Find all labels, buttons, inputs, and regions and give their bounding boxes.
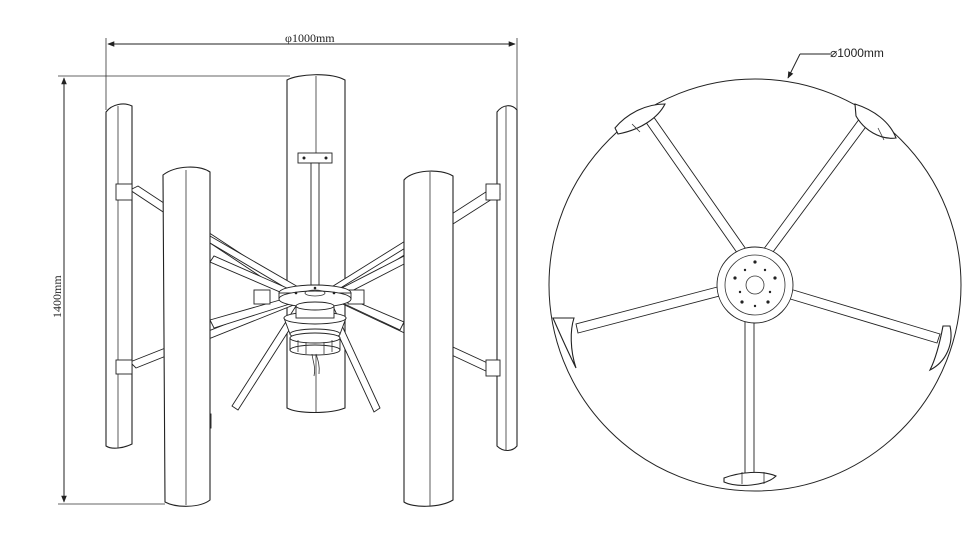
front-view: φ1000mm 1400mm [50,31,518,507]
width-dimension-label: 1000mm [292,31,335,45]
svg-text:φ1000mm: φ1000mm [285,31,335,45]
top-view: ⌀1000mm [548,46,962,492]
blade-back-left [105,103,133,449]
hub-plate [716,246,794,324]
height-dimension: 1400mm [50,75,290,505]
diameter-label: 1000mm [837,46,884,60]
blade-back-right [496,105,518,452]
blade-front-right [403,170,454,507]
width-dimension-symbol: φ [285,31,292,45]
height-dimension-label: 1400mm [50,275,64,318]
svg-text:⌀1000mm: ⌀1000mm [830,46,884,60]
blade-front-left [162,166,211,507]
central-hub [278,284,352,308]
svg-text:1400mm: 1400mm [50,275,64,318]
diameter-symbol: ⌀ [830,46,837,60]
diameter-leader: ⌀1000mm [787,46,884,79]
width-dimension: φ1000mm [105,31,518,110]
blade-profiles [552,103,952,486]
generator [283,301,347,377]
rotor-circle [548,78,962,492]
